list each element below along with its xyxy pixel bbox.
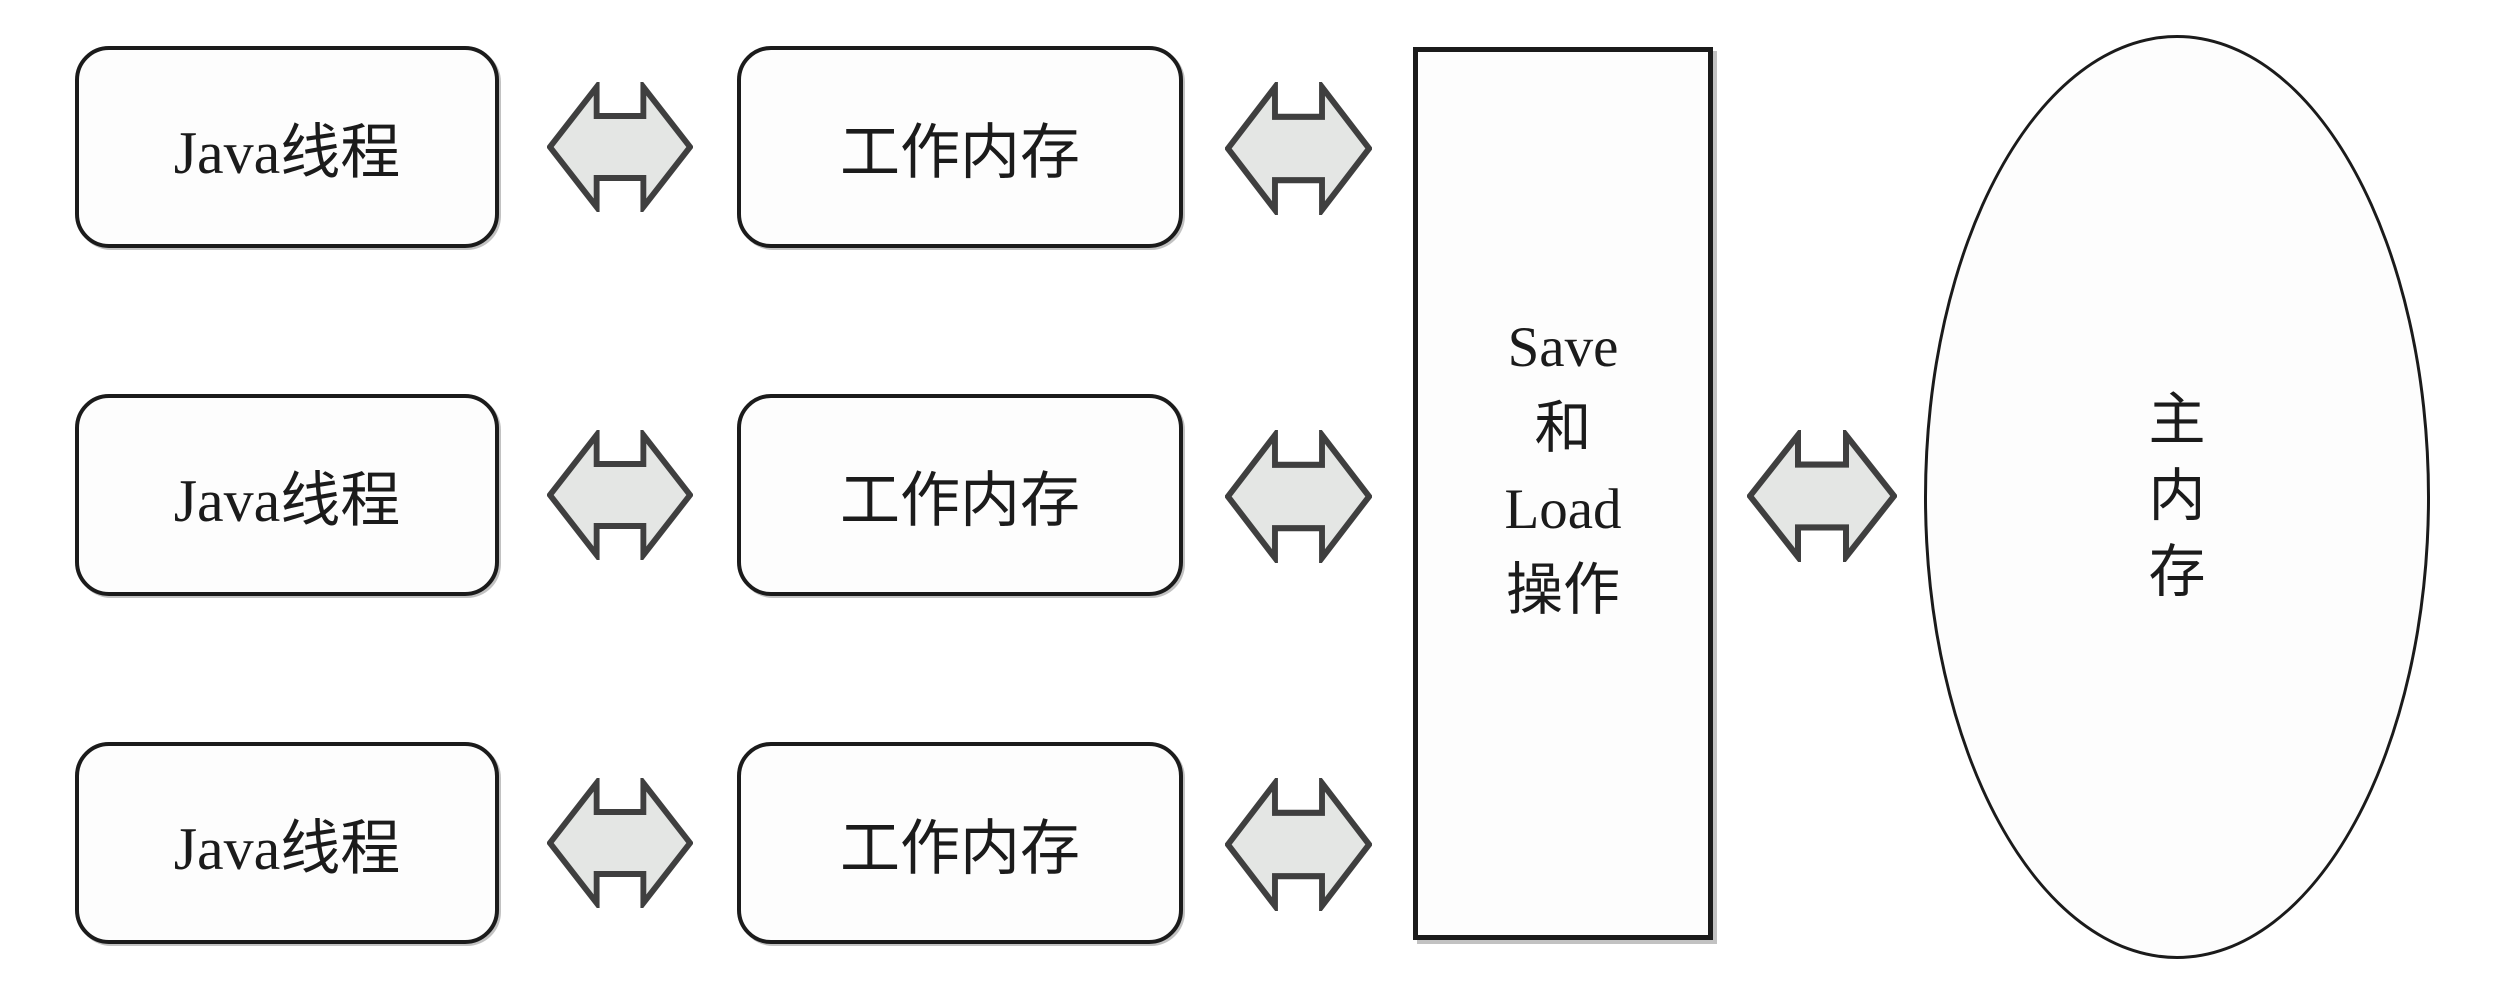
- save-load-line: 操作: [1506, 558, 1620, 622]
- main-memory-char: 主: [2148, 389, 2206, 452]
- working-memory-box-1: 工作内存: [737, 46, 1183, 248]
- java-thread-box-2: Java线程: [75, 394, 499, 596]
- double-arrow-icon: [1225, 82, 1372, 215]
- main-memory-ellipse: 主 内 存: [1924, 35, 2430, 959]
- save-load-line: 和: [1534, 396, 1592, 460]
- double-arrow-icon: [547, 778, 693, 908]
- main-memory-char: 存: [2148, 541, 2206, 604]
- double-arrow-icon: [547, 82, 693, 212]
- java-thread-label: Java线程: [173, 815, 401, 882]
- double-arrow-icon: [1225, 778, 1372, 911]
- double-arrow-icon: [1225, 430, 1372, 563]
- save-load-operations-box: Save 和 Load 操作: [1413, 47, 1713, 940]
- working-memory-box-2: 工作内存: [737, 394, 1183, 596]
- java-thread-box-1: Java线程: [75, 46, 499, 248]
- save-load-line: Save: [1507, 315, 1619, 379]
- double-arrow-icon: [547, 430, 693, 560]
- double-arrow-icon: [1747, 430, 1897, 562]
- java-thread-label: Java线程: [173, 119, 401, 186]
- working-memory-label: 工作内存: [840, 467, 1080, 534]
- working-memory-label: 工作内存: [840, 815, 1080, 882]
- java-thread-label: Java线程: [173, 467, 401, 534]
- java-thread-box-3: Java线程: [75, 742, 499, 944]
- working-memory-box-3: 工作内存: [737, 742, 1183, 944]
- save-load-line: Load: [1504, 477, 1622, 541]
- working-memory-label: 工作内存: [840, 119, 1080, 186]
- main-memory-char: 内: [2148, 465, 2206, 528]
